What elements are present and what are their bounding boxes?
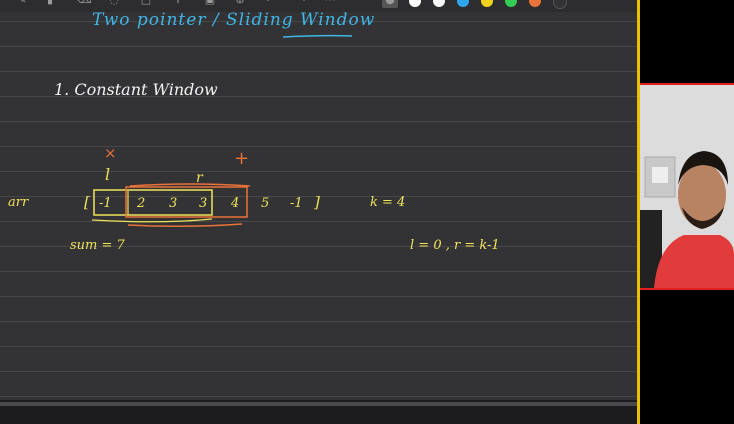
right-pointer-label: r [196, 170, 203, 186]
yellow-window-box [93, 189, 213, 216]
lasso-icon[interactable]: ◌ [106, 0, 122, 8]
presenter-beard [682, 207, 724, 229]
presenter-face [678, 163, 726, 227]
array-label: arr [8, 195, 29, 210]
array-value: -1 [99, 196, 112, 211]
color-blue-swatch[interactable] [457, 0, 469, 7]
left-cross-mark: × [104, 144, 117, 162]
undo-icon[interactable]: ↶ [262, 0, 278, 8]
left-pointer-label: l [105, 165, 111, 184]
presenter-shirt [654, 235, 734, 288]
title-underline [282, 34, 353, 38]
redo-icon[interactable]: ↷ [294, 0, 310, 8]
image-icon[interactable]: ▣ [202, 0, 218, 8]
orange-window-box [125, 186, 248, 218]
right-plus-mark: + [234, 148, 250, 169]
yellow-bottom-underline [91, 218, 213, 223]
color-yellow-swatch[interactable] [481, 0, 493, 7]
array-value: 3 [169, 196, 178, 211]
array-value: -1 [290, 196, 303, 211]
color-green-swatch[interactable] [505, 0, 517, 7]
pointer-init-expression: l = 0 , r = k-1 [410, 238, 500, 253]
color-white-swatch[interactable] [409, 0, 421, 7]
toolbar: ✎ ▮ ⌫ ◌ □ T ▣ ⊕ ↶ ↷ ⋯ ● [0, 0, 637, 12]
window-size-k: k = 4 [370, 195, 406, 210]
horizontal-scrollbar[interactable] [0, 402, 637, 406]
panel-divider [637, 0, 640, 424]
section-heading: 1. Constant Window [54, 80, 218, 99]
array-open-bracket: [ [84, 193, 90, 211]
color-orange-swatch[interactable] [529, 0, 541, 7]
color-dark-swatch[interactable] [553, 0, 567, 9]
webcam-feed [640, 83, 734, 290]
orange-top-stroke [129, 183, 251, 187]
array-value: 4 [231, 196, 240, 211]
insert-icon[interactable]: ⊕ [232, 0, 248, 8]
sum-expression: sum = 7 [70, 238, 125, 253]
highlighter-icon[interactable]: ▮ [42, 0, 58, 8]
presenter-video [640, 85, 734, 288]
array-value: 5 [261, 196, 270, 211]
shape-icon[interactable]: □ [138, 0, 154, 8]
eraser-icon[interactable]: ⌫ [76, 0, 92, 8]
array-value: 2 [137, 196, 146, 211]
wall-frame-inner [652, 167, 668, 183]
text-icon[interactable]: T [170, 0, 186, 8]
chair-back [640, 210, 662, 288]
orange-bottom-underline [127, 223, 243, 228]
array-close-bracket: ] [314, 193, 320, 211]
whiteboard-canvas[interactable]: ✎ ▮ ⌫ ◌ □ T ▣ ⊕ ↶ ↷ ⋯ ● Two pointer / Sl… [0, 0, 637, 400]
pen-icon[interactable]: ✎ [14, 0, 30, 8]
presenter-hair [678, 151, 728, 185]
more-icon[interactable]: ⋯ [322, 0, 338, 8]
selected-pen-icon[interactable]: ● [382, 0, 398, 8]
ink-strokes [91, 34, 353, 228]
board-title: Two pointer / Sliding Window [92, 10, 376, 30]
array-value: 3 [199, 196, 208, 211]
color-white2-swatch[interactable] [433, 0, 445, 7]
